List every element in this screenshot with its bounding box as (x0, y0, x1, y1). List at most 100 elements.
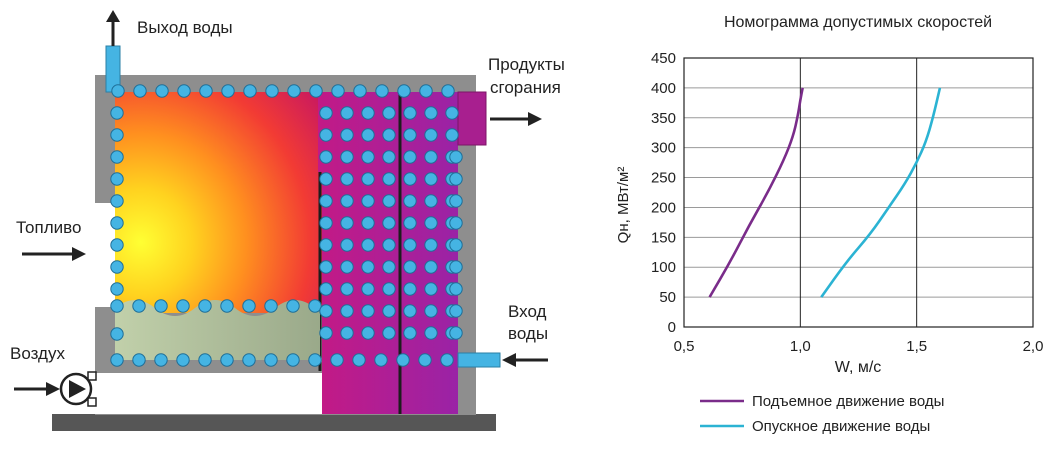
water-out-arrow (106, 10, 120, 46)
water-tube-dot (382, 326, 396, 340)
water-tube-dot (319, 304, 333, 318)
water-tube-dot (110, 260, 124, 274)
label-air: Воздух (10, 344, 65, 363)
water-tube-dot (340, 304, 354, 318)
water-tube-dot (375, 84, 389, 98)
water-tube-dot (449, 326, 463, 340)
air-inlet-area (95, 372, 322, 414)
water-tube-dot (419, 84, 433, 98)
label-water-in-2: воды (508, 324, 548, 343)
water-tube-dot (403, 282, 417, 296)
water-tube-dot (264, 299, 278, 313)
y-tick-label: 100 (651, 259, 676, 276)
fuel-opening (95, 203, 115, 307)
water-tube-dot (110, 150, 124, 164)
gas-duct-lower (322, 364, 458, 414)
flue-outlet (457, 91, 487, 146)
water-tube-dot (220, 299, 234, 313)
water-tube-dot (361, 326, 375, 340)
water-tube-dot (319, 172, 333, 186)
water-tube-dot (449, 194, 463, 208)
water-tube-dot (110, 299, 124, 313)
water-tube-dot (403, 194, 417, 208)
water-tube-dot (361, 106, 375, 120)
x-tick-label: 2,0 (1023, 338, 1044, 355)
water-tube-dot (361, 260, 375, 274)
water-tube-dot (340, 194, 354, 208)
water-tube-dot (449, 216, 463, 230)
water-tube-dot (264, 353, 278, 367)
chart-title: Номограмма допустимых скоростей (724, 14, 992, 31)
water-tube-dot (154, 353, 168, 367)
air-arrow (14, 382, 60, 396)
water-tube-dot (110, 353, 124, 367)
water-tube-dot (287, 84, 301, 98)
furnace-flame (115, 92, 329, 313)
water-tube-dot (176, 299, 190, 313)
water-tube-dot (110, 216, 124, 230)
water-tube-dot (319, 128, 333, 142)
water-tube-dot (198, 299, 212, 313)
water-tube-dot (449, 172, 463, 186)
y-tick-label: 400 (651, 80, 676, 97)
water-tube-dot (403, 106, 417, 120)
water-tube-dot (424, 216, 438, 230)
water-tube-dot (221, 84, 235, 98)
water-tube-dot (440, 353, 454, 367)
label-combustion-products-2: сгорания (490, 78, 561, 97)
water-tube-dot (403, 216, 417, 230)
water-tube-dot (340, 238, 354, 252)
water-tube-dot (352, 353, 366, 367)
water-tube-dot (286, 299, 300, 313)
water-tube-dot (110, 172, 124, 186)
water-tube-dot (403, 150, 417, 164)
water-tube-dot (424, 194, 438, 208)
water-tube-dot (374, 353, 388, 367)
water-tube-dot (424, 282, 438, 296)
water-tube-dot (319, 194, 333, 208)
boiler-base (52, 414, 496, 431)
water-tube-dot (319, 282, 333, 296)
water-tube-dot (441, 84, 455, 98)
water-tube-dot (424, 106, 438, 120)
water-tube-dot (445, 106, 459, 120)
chart-series (708, 87, 942, 298)
y-tick-label: 150 (651, 229, 676, 246)
water-tube-dot (319, 326, 333, 340)
water-tube-dot (424, 260, 438, 274)
series-line (820, 87, 942, 298)
water-tube-dot (424, 326, 438, 340)
water-tube-dot (382, 150, 396, 164)
water-tube-dot (340, 282, 354, 296)
combustion-products-arrow (490, 112, 542, 126)
series-line (708, 87, 804, 298)
water-tube-dot (353, 84, 367, 98)
water-tube-dot (449, 260, 463, 274)
water-tube-dot (449, 282, 463, 296)
water-tube-dot (132, 299, 146, 313)
water-tube-dot (110, 128, 124, 142)
water-tube-dot (155, 84, 169, 98)
water-tube-dots (110, 84, 463, 367)
water-tube-dot (199, 84, 213, 98)
x-axis-label: W, м/с (835, 359, 882, 376)
water-tube-dot (424, 128, 438, 142)
water-tube-dot (424, 150, 438, 164)
x-tick-label: 0,5 (674, 338, 695, 355)
label-fuel: Топливо (16, 218, 81, 237)
water-tube-dot (177, 84, 191, 98)
water-tube-dot (331, 84, 345, 98)
water-tube-dot (361, 150, 375, 164)
water-tube-dot (176, 353, 190, 367)
water-tube-dot (361, 282, 375, 296)
water-tube-dot (382, 216, 396, 230)
water-tube-dot (382, 172, 396, 186)
water-in-arrow (502, 353, 548, 367)
water-tube-dot (110, 194, 124, 208)
water-tube-dot (449, 304, 463, 318)
water-tube-dot (132, 353, 146, 367)
water-tube-dot (110, 238, 124, 252)
x-tick-label: 1,0 (790, 338, 811, 355)
water-tube-dot (133, 84, 147, 98)
